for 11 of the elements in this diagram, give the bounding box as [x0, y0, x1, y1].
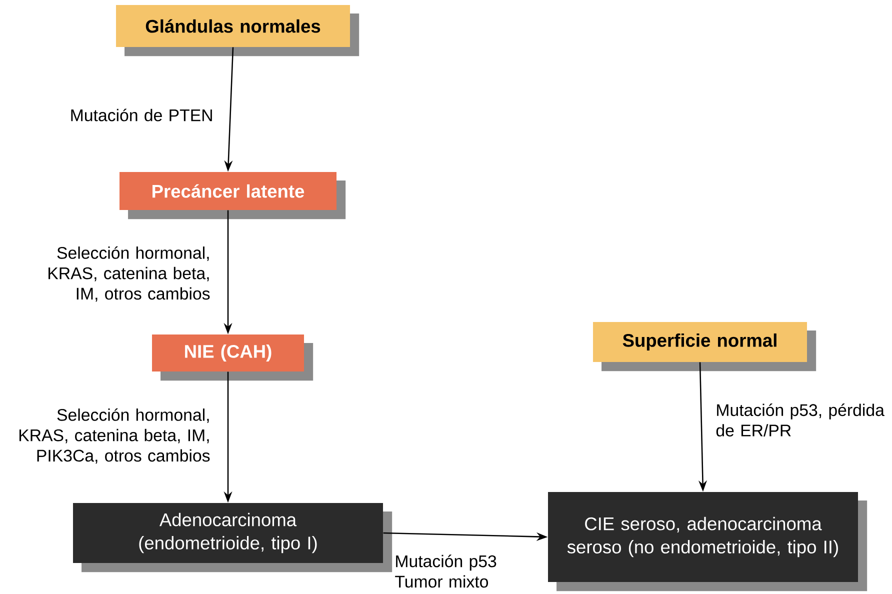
edge-label: Mutación de PTEN	[71, 108, 212, 122]
stage-box: Precáncer latente	[120, 172, 346, 220]
edge-label: Selección hormonal, KRAS, catenina beta, IM, PIK3Ca, otros cambios	[19, 408, 210, 464]
edge-label: Selección hormonal, KRAS, catenina beta, IM, otros cambios	[48, 246, 210, 302]
stage-box: Glándulas normales	[116, 5, 360, 56]
carcinoma-box: Adenocarcinoma (endometrioide, tipo I)	[73, 503, 392, 572]
stage-box: NIE (CAH)	[152, 334, 314, 381]
stage-box: Superficie normal	[593, 322, 816, 372]
carcinoma-box: CIE seroso, adenocarcinoma seroso (no endometrioide, tipo II)	[548, 492, 868, 592]
edge-label: Mutación p53, pérdida de ER/PR	[716, 404, 884, 436]
edge-label: Mutación p53 Tumor mixto	[395, 554, 496, 588]
